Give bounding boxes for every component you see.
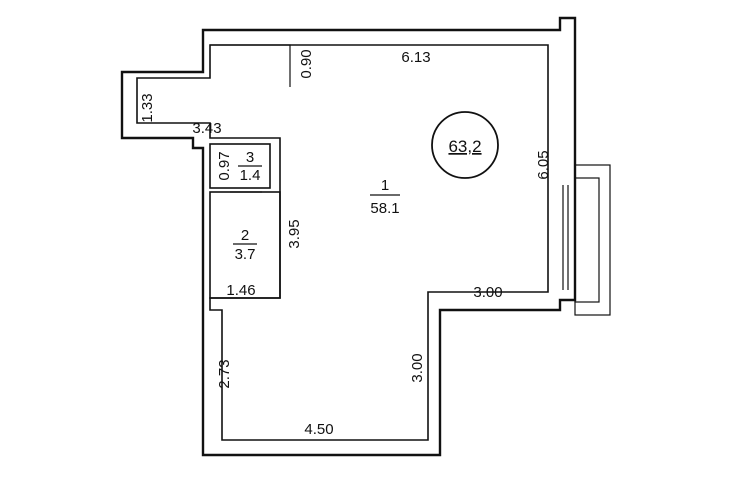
dim-entry-height: 1.33	[139, 93, 156, 122]
room-3-area: 1.4	[240, 167, 261, 184]
dim-left-lower-wall: 2.73	[216, 359, 233, 388]
outer-wall	[120, 16, 577, 457]
dim-bottom-wall: 4.50	[304, 421, 333, 438]
balcony-outline	[574, 164, 611, 316]
room-2-area: 3.7	[235, 246, 256, 263]
room-3-number: 3	[246, 149, 254, 166]
dim-room2-height: 3.95	[286, 219, 303, 248]
room-1-number: 1	[381, 177, 389, 194]
total-area-circle	[431, 111, 499, 179]
dim-step-width: 3.00	[473, 284, 502, 301]
dim-entry-width: 3.43	[192, 120, 221, 137]
dim-top-wall: 6.13	[401, 49, 430, 66]
room-1-area: 58.1	[370, 200, 399, 217]
dim-room3-height: 0.97	[216, 151, 233, 180]
dim-top-left-notch: 0.90	[298, 49, 315, 78]
dim-step-height: 3.00	[409, 353, 426, 382]
inner-wall	[136, 44, 549, 441]
balcony-inner	[574, 177, 600, 303]
total-area: 63,2	[448, 137, 481, 156]
dim-room2-width: 1.46	[226, 282, 255, 299]
room-3-outline	[209, 143, 271, 189]
top-notch-wall	[210, 44, 291, 87]
room-2-number: 2	[241, 227, 249, 244]
dim-right-wall: 6.05	[535, 150, 552, 179]
